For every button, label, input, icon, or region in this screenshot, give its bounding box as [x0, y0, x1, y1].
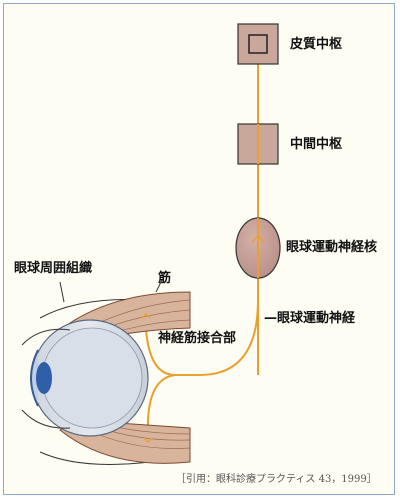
- junction-marker-lower: [143, 437, 153, 444]
- citation: ［引用：眼科診療プラクティス 43，1999］: [176, 474, 377, 485]
- eyelid-upper: [21, 328, 71, 346]
- label-oculomotor-nerve: —眼球運動神経: [264, 311, 356, 326]
- periorbital-leader: [59, 281, 65, 303]
- nerve-pathway-lower: [145, 299, 259, 376]
- eyeball-inner: [41, 327, 143, 429]
- nerve-branch-lower: [147, 374, 176, 438]
- label-muscle: 筋: [158, 271, 172, 286]
- muscle-leader: [155, 279, 163, 293]
- cortical-center-box: [237, 23, 279, 65]
- iris: [36, 362, 52, 394]
- junction-marker-upper: [141, 312, 151, 319]
- label-intermediate-center: 中間中枢: [290, 137, 343, 152]
- label-periorbital-tissue: 眼球周囲組織: [14, 261, 93, 276]
- periorbital-tissue-lower-outline: [39, 451, 151, 465]
- label-cortical-center: 皮質中枢: [290, 37, 343, 52]
- nucleus-mark: [251, 234, 265, 243]
- label-neuromuscular-junction: 神経筋接合部: [158, 331, 237, 346]
- cortical-center-inner: [248, 34, 268, 54]
- label-oculomotor-nucleus: 眼球運動神経核: [286, 240, 378, 255]
- eyelid-lower: [21, 409, 71, 429]
- cornea: [30, 349, 39, 407]
